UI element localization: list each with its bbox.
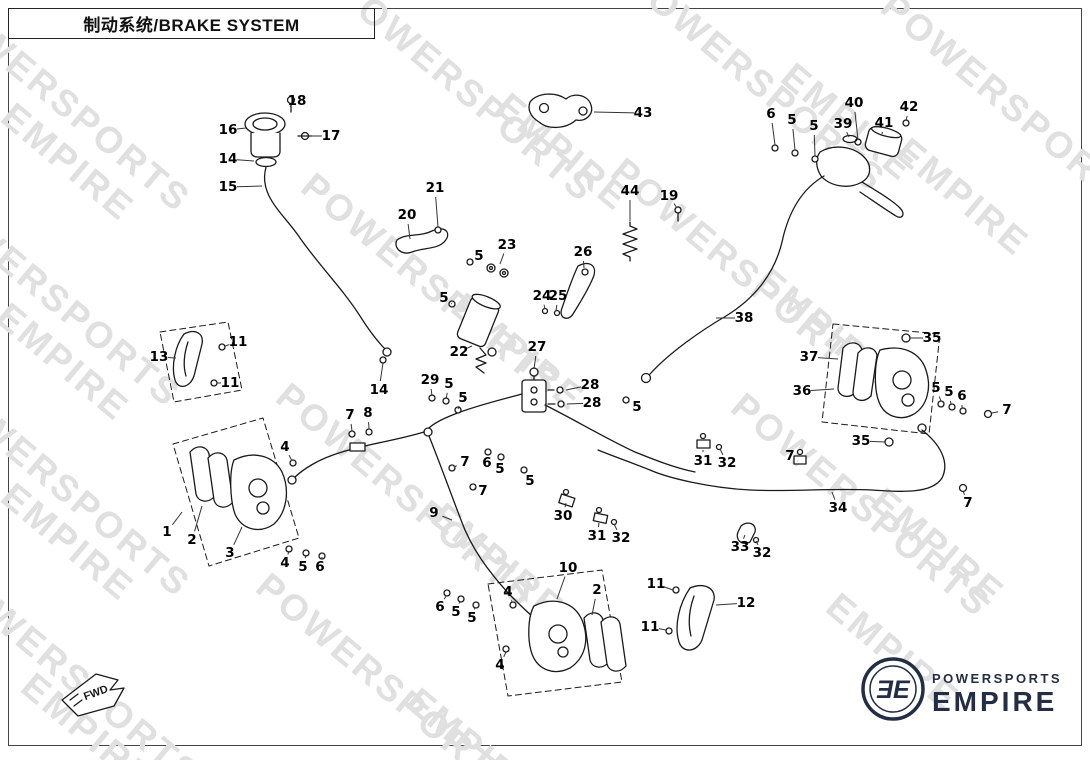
rear-master-cylinder-center (448, 263, 596, 374)
bottom-caliper-assembly (443, 569, 627, 697)
top-bracket (528, 93, 593, 129)
hose-bracket (395, 226, 509, 278)
page-title: 制动系统/BRAKE SYSTEM (83, 16, 300, 35)
logo-monogram: ƎE (876, 676, 911, 704)
rear-caliper-assembly (821, 323, 993, 447)
logo-line2: EMPIRE (932, 686, 1057, 717)
page-border (8, 8, 1082, 746)
brand-logo: ƎE POWERSPORTS EMPIRE (861, 657, 1062, 721)
guard-bracket-right (665, 585, 715, 651)
front-caliper-assembly (172, 417, 528, 567)
front-master-cylinder (244, 95, 392, 364)
brake-line-junction (423, 367, 630, 437)
title-block: 制动系统/BRAKE SYSTEM (8, 8, 375, 39)
fwd-arrow-icon: FWD (61, 673, 125, 717)
logo-ring-inner (869, 665, 917, 713)
guard-bracket-left (159, 321, 243, 403)
spring-and-bolt (622, 206, 682, 262)
brake-hoses (287, 404, 968, 623)
right-master-cylinder (640, 119, 910, 384)
logo-ring-outer (861, 657, 925, 721)
logo-line1: POWERSPORTS (932, 671, 1062, 686)
